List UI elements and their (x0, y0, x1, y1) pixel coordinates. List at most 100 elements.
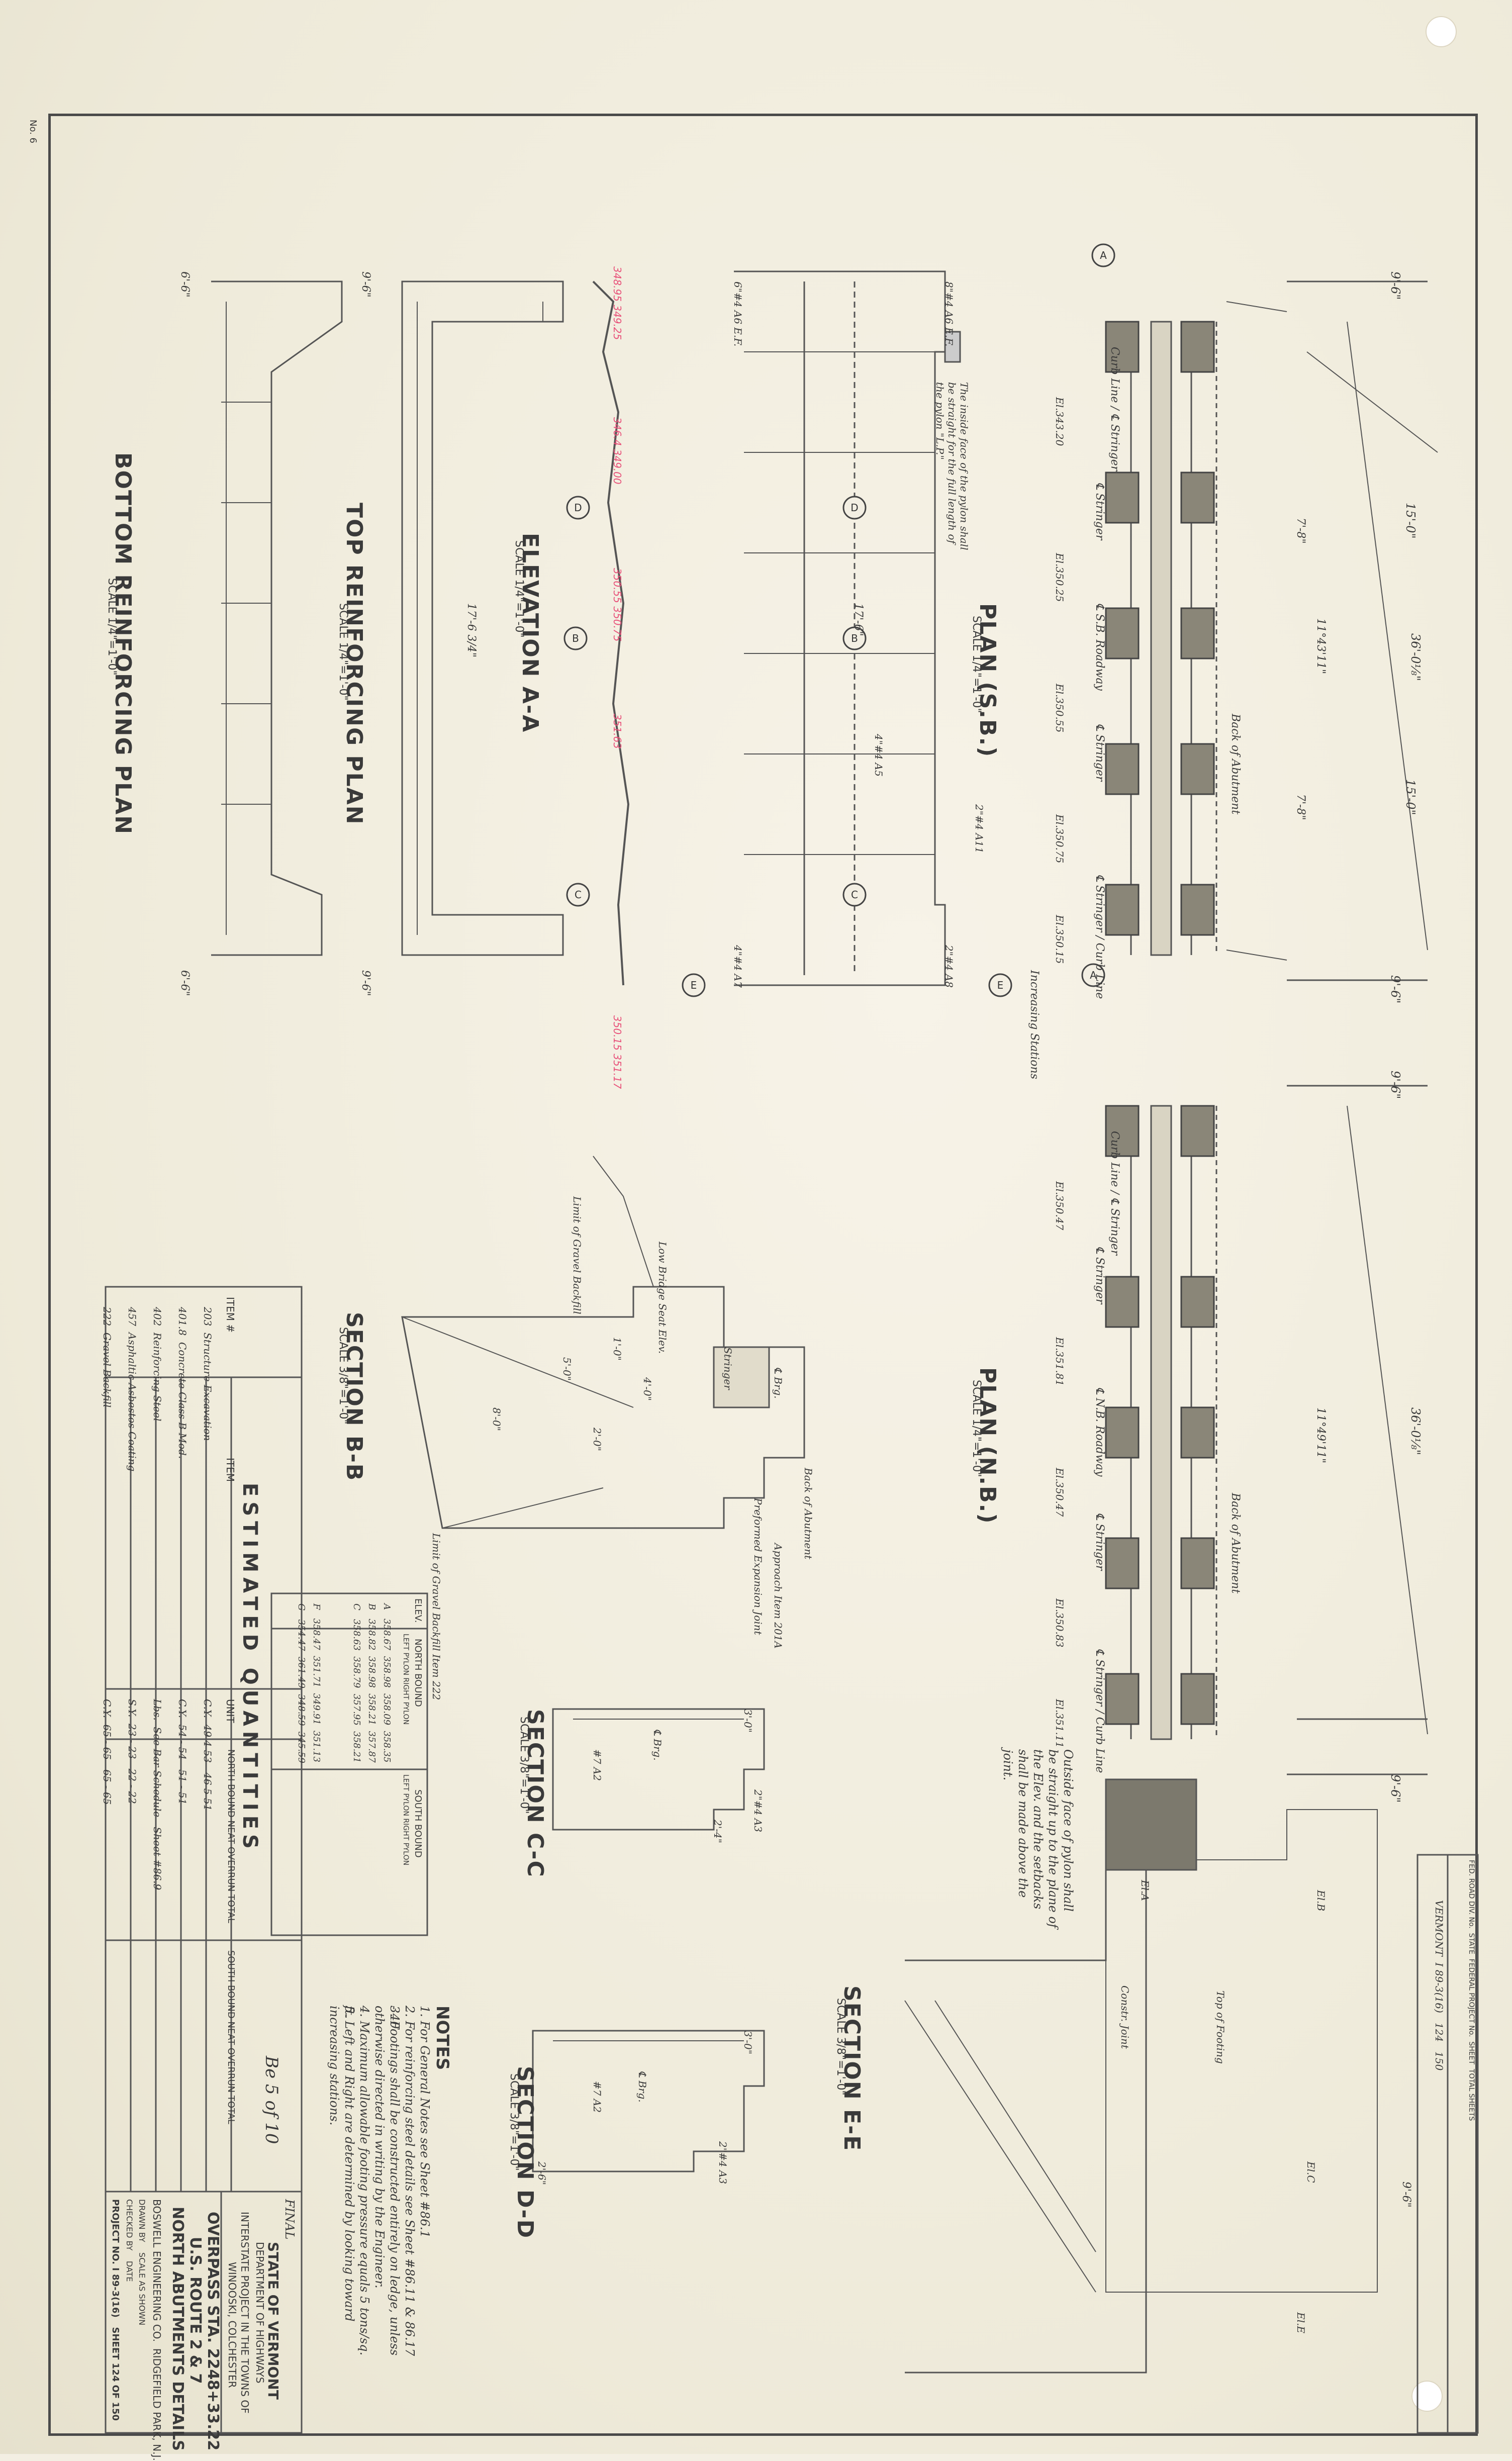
curb-line-label: Curb Line / ℄ Stringer (1108, 347, 1121, 471)
dim-label: 9'-6" (359, 271, 372, 298)
red-elevation-mark: 350.15 351.17 (611, 1015, 623, 1089)
rebar-label: 2"#4 A8 (943, 945, 955, 988)
section-cc-view (552, 1708, 765, 1831)
section-dd-note: ℄ Brg. (636, 2071, 648, 2103)
quantities-header: UNIT (224, 1699, 236, 1723)
elev-table-frame (270, 1592, 428, 1936)
elev-table-header: ELEV. (413, 1598, 423, 1623)
section-ee-view (904, 1718, 1428, 2374)
dim-label: 9'-6" (1388, 1071, 1402, 1099)
title-overpass: OVERPASS STA. 2248+33.22 (204, 2212, 222, 2451)
dim-label: 9'-6" (1388, 271, 1402, 300)
section-ee-note: El.C (1305, 2161, 1317, 2183)
elev-table-col: LEFT PYLON RIGHT PYLON (402, 1634, 410, 1725)
callout-b-left (563, 626, 588, 650)
roadway-label: ℄ S.B. Roadway (1093, 603, 1106, 691)
top-reinforcing-view (401, 280, 564, 956)
callout-c-label: C (851, 889, 858, 901)
bottom-reinforcing-scale: SCALE 1/4"=1'-0" (106, 578, 118, 676)
header-labels: FED. ROAD DIV. No. STATE FEDERAL PROJECT… (1467, 1860, 1475, 2121)
dim-label: 4'-0" (641, 1377, 653, 1401)
section-cc-note: 2'-4" (712, 1820, 724, 1843)
section-dd-note: 3'-0" (742, 2031, 754, 2054)
section-bb-note: Low Bridge Seat Elev. (656, 1242, 669, 1354)
section-dd-note: 2'-6" (536, 2161, 548, 2185)
callout-a-top (1091, 243, 1115, 267)
curb-line-label: ℄ Stringer / Curb Line (1093, 1649, 1106, 1773)
punch-hole (1411, 2381, 1443, 2412)
elevation-label: El.351.81 (1054, 1337, 1066, 1386)
elev-table-row: F 358.47 351.71 349.91 351.13 (311, 1603, 322, 1762)
elevation-label: El.350.47 (1054, 1181, 1066, 1230)
note-item: 3. Footings shall be constructed entirel… (372, 2006, 402, 2356)
section-dd-view (532, 2030, 765, 2172)
angle-label: 11°43'11" (1314, 618, 1327, 675)
dim-label: 7'-8" (1294, 794, 1307, 820)
title-block-frame (105, 2191, 303, 2434)
pylon-note: The inside face of the pylon shall be st… (934, 382, 970, 550)
dim-label: 15'-0" (1403, 503, 1418, 539)
callout-c-left (566, 883, 590, 907)
quantities-title: ESTIMATED QUANTITIES (238, 1483, 261, 1854)
elevation-aa-view (592, 270, 961, 986)
rebar-label: 4"#4 A5 (873, 734, 885, 777)
red-elevation-mark: 346.4 349.00 (611, 417, 623, 485)
roadway-label: ℄ N.B. Roadway (1093, 1387, 1106, 1477)
section-cc-note: #7 A2 (591, 1749, 603, 1781)
section-ee-note: El.E (1295, 2312, 1307, 2333)
section-ee-note: Top of Footing (1214, 1991, 1226, 2064)
elevation-label: El.350.55 (1054, 684, 1066, 733)
quantities-row: 402 Reinforcing Steel (151, 1307, 163, 1422)
title-project: PROJECT NO. I 89-3(16) SHEET 124 OF 150 (110, 2199, 121, 2421)
stringer-label: ℄ Stringer (1093, 1247, 1106, 1304)
section-cc-note: ℄ Brg. (651, 1729, 664, 1761)
callout-a-bottom (1081, 963, 1105, 987)
dim-label: 2'-0" (591, 1428, 603, 1451)
section-dd-note: 2"#4 A3 (717, 2141, 729, 2184)
stringer-label: ℄ Stringer (1093, 1513, 1106, 1571)
dim-label: 9'-6" (1388, 975, 1402, 1004)
dim-label: 17'-6" (852, 603, 865, 636)
plan-sb-scale: SCALE 1/4"=1'-0" (970, 616, 983, 713)
section-bb-note: Preformed Expansion Joint (752, 1498, 764, 1635)
increasing-stations-label: Increasing Stations (1028, 970, 1041, 1080)
quantities-header: NORTH BOUND NEAT OVERRUN TOTAL (226, 1749, 236, 1923)
dim-label: 8'-0" (491, 1407, 503, 1431)
elev-table-header: SOUTH BOUND (413, 1789, 423, 1858)
section-ee-note: El.A (1139, 1880, 1151, 1901)
section-cc-note: 2"#4 A3 (752, 1789, 764, 1832)
final-stamp: FINAL (282, 2199, 297, 2240)
quantities-header: ITEM # (224, 1297, 236, 1333)
dim-label: 7'-8" (1294, 518, 1307, 544)
dim-label: 9'-6" (359, 970, 372, 996)
quantities-row: C.Y. 54 - 54 51 - 51 (176, 1699, 188, 1805)
callout-b-label: B (572, 632, 579, 644)
callout-e-label: E (691, 979, 697, 991)
section-ee-note: El.B (1315, 1890, 1327, 1912)
title-state: STATE OF VERMONT (265, 2242, 281, 2400)
section-bb-note: Back of Abutment (802, 1468, 814, 1559)
callout-e-label: E (997, 979, 1004, 991)
section-ee-note: Constr. Joint (1119, 1985, 1131, 2049)
quantities-row: C.Y. 49 4 53 46 5 51 (202, 1699, 214, 1811)
section-bb-note: ℄ Brg. (772, 1367, 784, 1399)
elev-table-col: LEFT PYLON RIGHT PYLON (402, 1774, 410, 1866)
elevation-label: El.350.47 (1054, 1468, 1066, 1517)
callout-d-right (842, 496, 867, 520)
back-abutment-label: Back of Abutment (1229, 1493, 1242, 1594)
section-bb-note: Stringer (722, 1347, 734, 1390)
title-firm: BOSWELL ENGINEERING CO. RIDGEFIELD PARK,… (151, 2199, 163, 2461)
callout-e-right (988, 973, 1012, 997)
elevation-label: El.350.25 (1054, 553, 1066, 602)
plan-nb-scale: SCALE 1/4"=1'-0" (970, 1380, 983, 1477)
title-drawn: DRAWN BY SCALE AS SHOWN (137, 2199, 147, 2326)
elev-table-row: B 358.82 358.98 358.21 357.87 (366, 1603, 377, 1763)
elevation-label: El.350.15 (1054, 915, 1066, 964)
elev-table-row: C 358.63 358.79 357.95 358.21 (351, 1603, 362, 1763)
pylon-note: Outside face of pylon shall be straight … (1001, 1749, 1075, 1928)
title-checked: CHECKED BY DATE (125, 2199, 134, 2282)
section-cc-note: 3'-0" (742, 1709, 754, 1733)
dim-label: 36'-0⅛" (1408, 633, 1423, 681)
elev-table-row: G 354.47 361.49 348.59 345.59 (296, 1603, 307, 1763)
quantities-row: Lbs. See Bar Schedule Sheet #86.9 (151, 1699, 163, 1890)
